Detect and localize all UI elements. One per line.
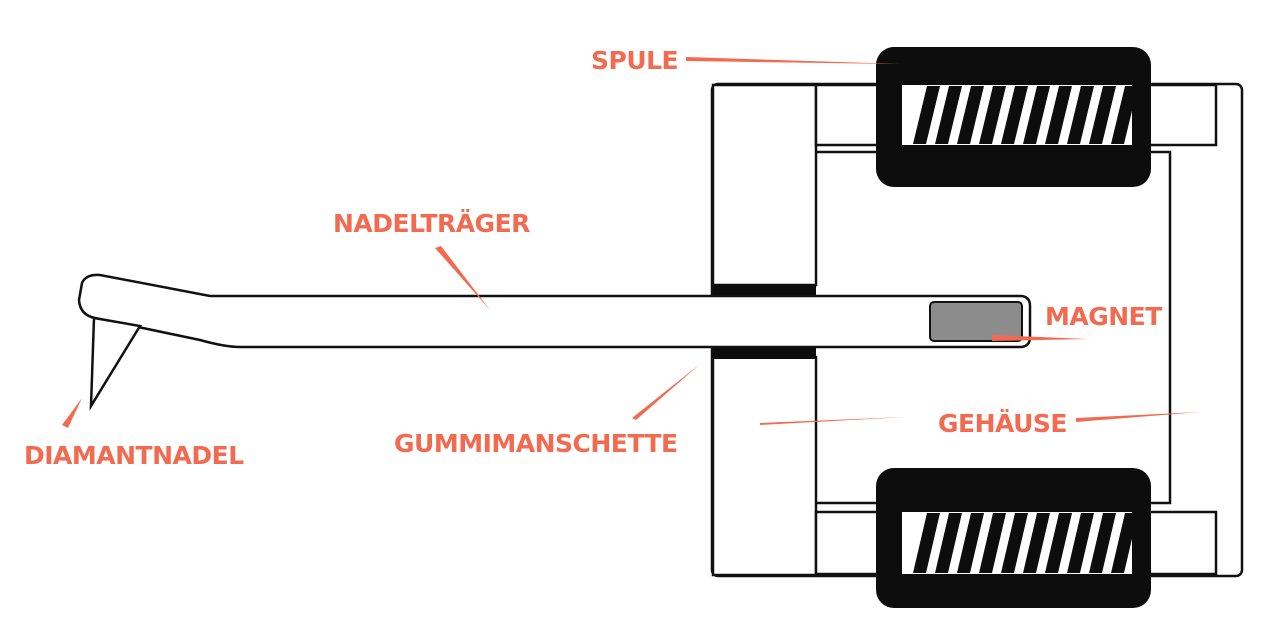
coil-winding-gap (1045, 86, 1072, 144)
coil-winding (970, 86, 993, 144)
coil-winding-gap (913, 86, 940, 144)
label-diamantnadel: DIAMANTNADEL (24, 441, 244, 470)
housing-left-lower (711, 355, 818, 577)
coil-winding-gap (935, 513, 962, 573)
coil-winding (926, 513, 949, 573)
coil-winding (1080, 513, 1103, 573)
coil-winding (948, 513, 971, 573)
coil-winding (1014, 86, 1037, 144)
coil-winding (926, 86, 949, 144)
coil-winding (1080, 86, 1103, 144)
coil-winding (904, 513, 927, 573)
leader-lines (62, 57, 1200, 428)
label-nadeltraeger: NADELTRÄGER (333, 208, 530, 238)
coil-winding-gap (913, 513, 940, 573)
housing-left-upper (711, 83, 818, 287)
coil-winding (904, 86, 927, 144)
coil-winding (1102, 513, 1125, 573)
coil-winding (1036, 513, 1059, 573)
cantilever (77, 273, 1032, 349)
coil-winding-gap (1067, 86, 1094, 144)
coil-winding (1014, 513, 1037, 573)
coil-winding-gap (1067, 513, 1094, 573)
coil-winding (970, 513, 993, 573)
coil-winding-gap (957, 513, 984, 573)
magnet-block (929, 301, 1023, 342)
coil-winding (1036, 86, 1059, 144)
label-spule: SPULE (591, 46, 678, 75)
coil-winding-gap (957, 86, 984, 144)
coil-winding (948, 86, 971, 144)
coil-winding (992, 513, 1015, 573)
label-gehaeuse: GEHÄUSE (938, 408, 1067, 438)
label-gummimanschette: GUMMIMANSCHETTE (394, 429, 678, 458)
coil-winding-gap (935, 86, 962, 144)
coil-winding-gap (1089, 86, 1116, 144)
coil-winding-gap (1089, 513, 1116, 573)
coil-winding-gap (1001, 86, 1028, 144)
coil-winding (1058, 513, 1081, 573)
rubber-damper-bottom (713, 345, 816, 359)
coil-winding-gap (1023, 86, 1050, 144)
diamond-stylus (89, 316, 143, 411)
coil-winding-gap (1111, 513, 1138, 573)
coil-winding (992, 86, 1015, 144)
coil-winding-gap (979, 86, 1006, 144)
coil-winding (1058, 86, 1081, 144)
coil-winding-gap (979, 513, 1006, 573)
coil-winding (1102, 86, 1125, 144)
coil-winding-gap (1045, 513, 1072, 573)
upper-coil (876, 47, 1151, 187)
lower-coil (876, 468, 1151, 608)
coil-winding-gap (1023, 513, 1050, 573)
label-magnet: MAGNET (1045, 302, 1162, 331)
coil-winding-gap (1111, 86, 1138, 144)
coil-winding-gap (1001, 513, 1028, 573)
